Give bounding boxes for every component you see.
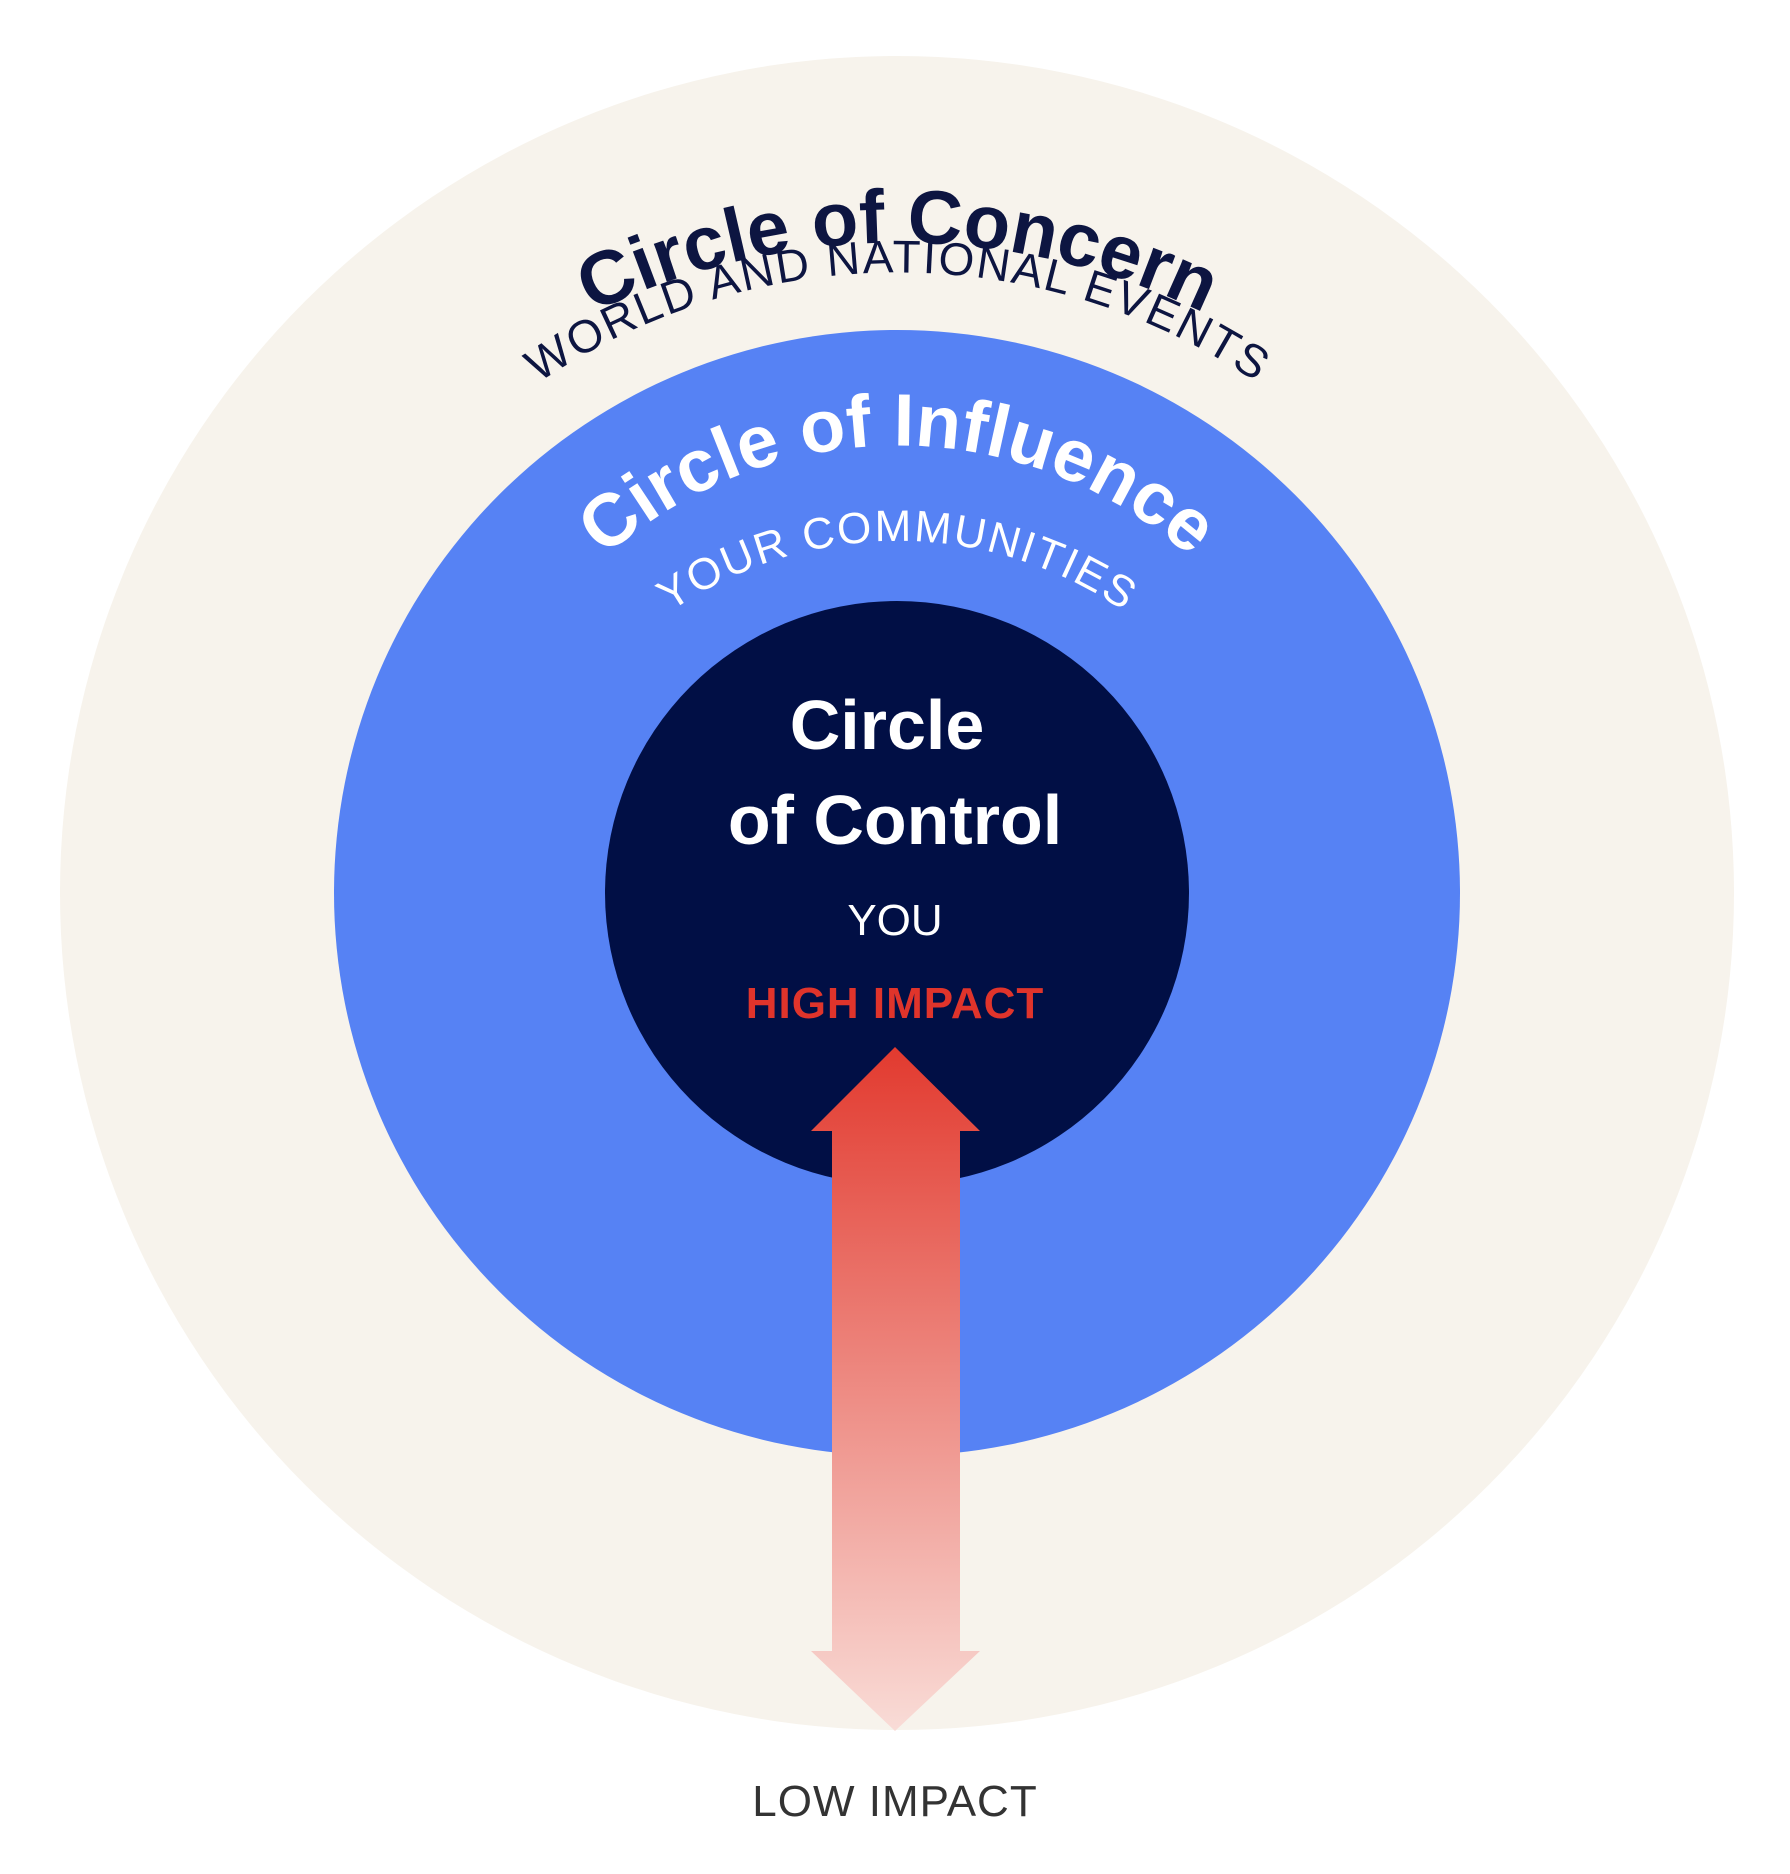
control-title-line2: of Control [728, 781, 1062, 859]
low-impact-label: LOW IMPACT [752, 1777, 1037, 1826]
control-title-line1: Circle [790, 686, 985, 764]
control-subtitle: YOU [847, 896, 942, 945]
high-impact-label: HIGH IMPACT [746, 979, 1045, 1028]
double-headed-vertical-arrow-icon [811, 1047, 980, 1731]
circle-of-control [605, 601, 1189, 1185]
